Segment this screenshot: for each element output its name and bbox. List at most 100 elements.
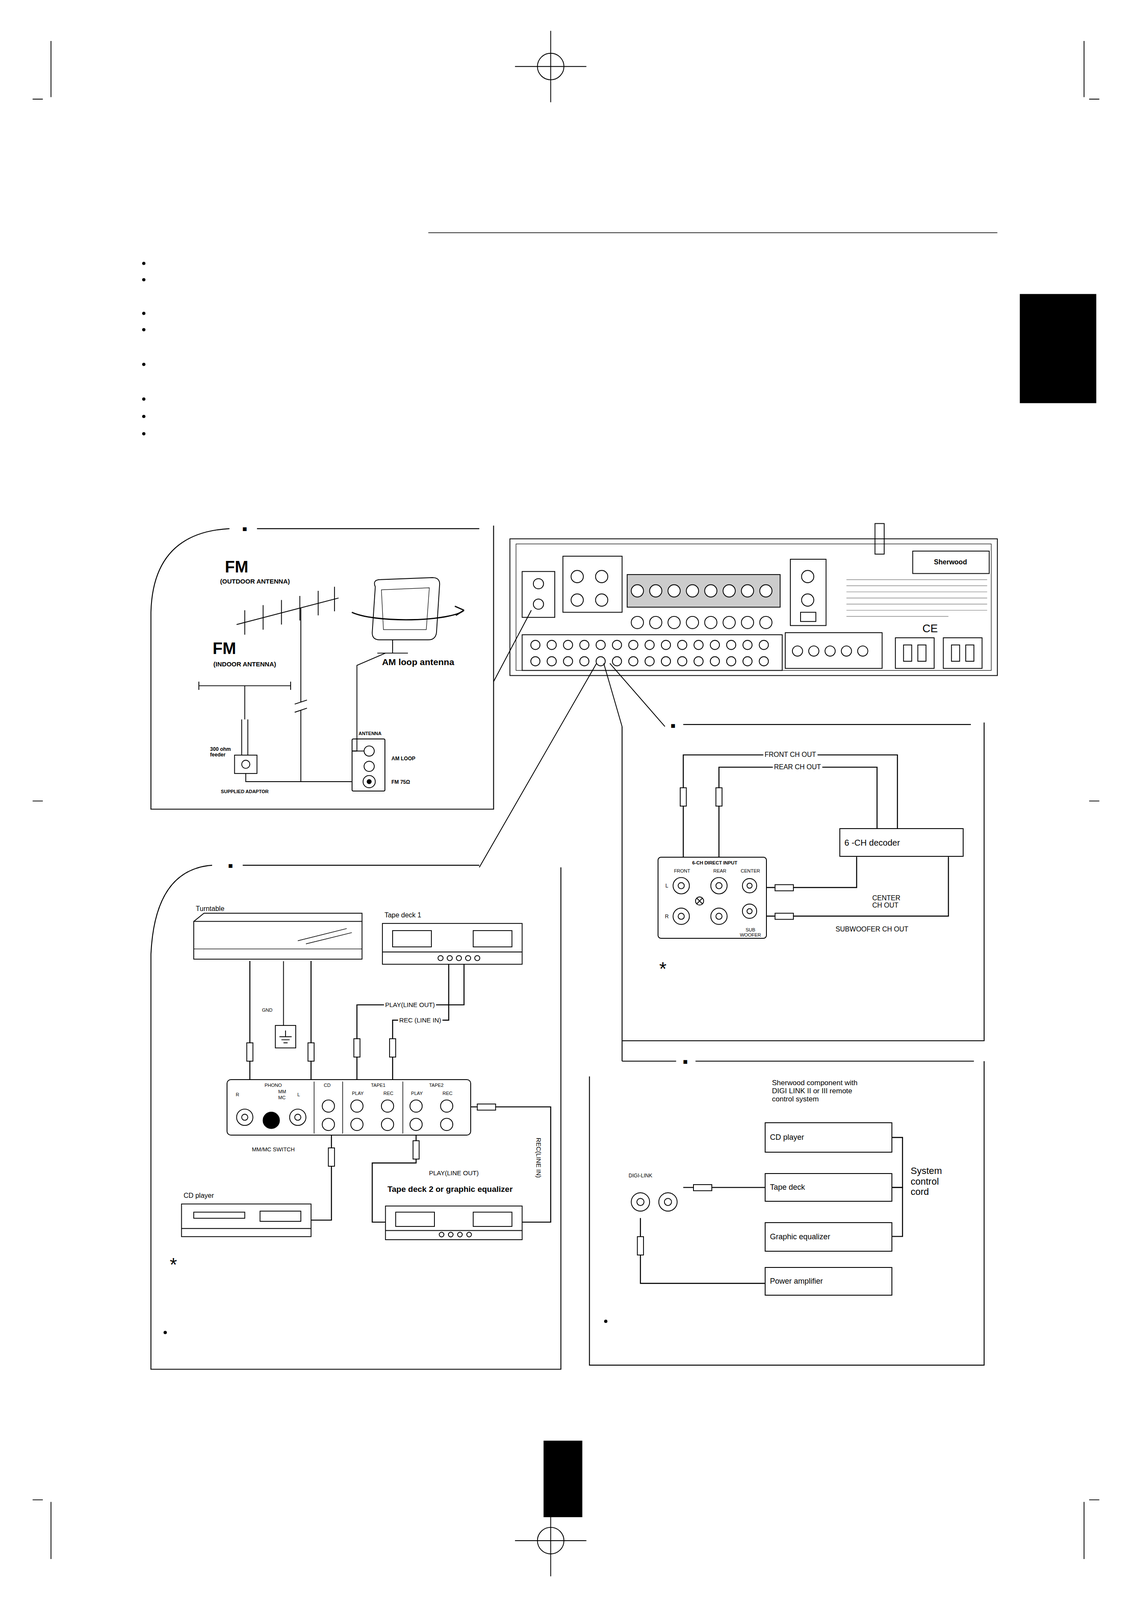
- input-panel-jacks: [410, 1099, 423, 1113]
- cable-label: FRONT CH OUT: [763, 751, 818, 759]
- cable-line: [372, 1135, 417, 1222]
- cable-line: [766, 856, 949, 916]
- signal-cable: [766, 856, 949, 916]
- cable-line: [471, 1106, 551, 1222]
- node-label: FRONT: [673, 867, 691, 874]
- receiver-rear-panel: [785, 632, 883, 669]
- input-panel-jacks: [350, 1099, 364, 1113]
- receiver-rear-panel: [722, 584, 736, 598]
- cable-label: SUBWOOFER CH OUT: [834, 925, 910, 933]
- antenna-terminals: [364, 745, 375, 756]
- rca-plug: [477, 1103, 496, 1110]
- fm-indoor-antenna: [234, 754, 258, 774]
- node-label: PLAY: [410, 1090, 423, 1096]
- annotation-label: Sherwood component with DIGI LINK II or …: [771, 1078, 864, 1103]
- receiver-rear-panel: [965, 644, 974, 662]
- cd-player-illustration: [181, 1203, 311, 1236]
- input-panel-jacks: [672, 877, 690, 894]
- annotation-label: FM: [212, 639, 236, 658]
- tape-deck-illustration: [466, 1232, 472, 1237]
- input-panel-jacks: [381, 1099, 394, 1113]
- annotation-label: CE: [922, 622, 938, 635]
- receiver-rear-panel: [530, 656, 541, 666]
- cable-line: [356, 963, 464, 1079]
- fm-indoor-antenna: [241, 760, 250, 769]
- signal-cable: [356, 963, 464, 1079]
- receiver-rear-panel: [562, 556, 623, 612]
- receiver-rear-panel: [677, 656, 688, 666]
- bullets: [142, 431, 146, 436]
- am-loop-antenna: [381, 587, 430, 630]
- input-panel-jacks: [742, 878, 757, 893]
- signal-cable: [892, 1137, 903, 1188]
- panel-outlines: [151, 525, 494, 809]
- receiver-rear-panel: [895, 637, 935, 669]
- node-label: SUB WOOFER: [739, 926, 761, 938]
- rca-plug: [328, 1147, 335, 1166]
- section-tab: [1019, 294, 1097, 404]
- rca-plug: [693, 1184, 712, 1191]
- bullets: [142, 414, 146, 419]
- antenna-terminals: [364, 760, 375, 772]
- receiver-rear-panel: [631, 584, 644, 598]
- receiver-rear-panel: [742, 640, 753, 650]
- tape-deck-illustration: [385, 1229, 522, 1231]
- annotation-label: MM/MC SWITCH: [251, 1146, 295, 1153]
- receiver-rear-panel: [857, 645, 868, 656]
- page-number-block: [543, 1440, 583, 1517]
- annotation-label: *: [169, 1254, 178, 1275]
- component-box: Graphic equalizer: [764, 1221, 893, 1252]
- crop-marks: [515, 30, 587, 102]
- tape-deck-illustration: [395, 1211, 435, 1226]
- cable-label: REC(LINE IN): [535, 1135, 543, 1179]
- receiver-rear-panel: [726, 640, 737, 650]
- tape-deck-illustration: [447, 955, 453, 961]
- receiver-rear-panel: [595, 570, 609, 583]
- cable-line: [892, 1137, 903, 1188]
- fm-outdoor-antenna: [236, 586, 352, 782]
- input-panel-jacks: [241, 1113, 248, 1120]
- receiver-rear-panel: [943, 637, 983, 669]
- cable-line: [310, 960, 312, 1079]
- cable-line: [640, 1217, 766, 1283]
- node-label: Tape deck 2 or graphic equalizer: [387, 1184, 513, 1194]
- panel-outlines: [151, 865, 562, 1369]
- annotation-label: (INDOOR ANTENNA): [213, 660, 277, 668]
- receiver-rear-panel: [612, 640, 622, 650]
- annotation-label: ■: [228, 861, 234, 871]
- tape-deck-illustration: [456, 955, 462, 961]
- receiver-rear-panel: [667, 584, 681, 598]
- fm-indoor-antenna: [245, 773, 301, 782]
- node-label: TAPE1: [370, 1082, 386, 1088]
- turntable-illustration: [193, 928, 362, 949]
- receiver-rear-panel: [645, 656, 655, 666]
- input-panel: 6-CH DIRECT INPUTFRONTREARCENTERLRSUB WO…: [657, 856, 767, 938]
- am-loop-antenna: [454, 605, 465, 616]
- bullets: [604, 1319, 608, 1323]
- receiver-rear-panel: [570, 570, 584, 583]
- cable-label: REC (LINE IN): [397, 1016, 443, 1024]
- receiver-rear-panel: [570, 593, 584, 606]
- receiver-rear-panel: [742, 656, 753, 666]
- receiver-rear-panel: [530, 640, 541, 650]
- tape-deck-illustration: [457, 1232, 463, 1237]
- bullets: [142, 397, 146, 401]
- annotation-label: ■: [242, 524, 248, 534]
- receiver-rear-panel: [808, 645, 819, 656]
- cd-player-illustration: [193, 1211, 245, 1218]
- annotation-label: FM: [224, 558, 249, 577]
- receiver-rear-panel: [759, 584, 772, 598]
- node-label: DIGI-LINK: [628, 1173, 653, 1179]
- node-label: MC: [278, 1094, 286, 1100]
- receiver-rear-panel: [710, 656, 720, 666]
- receiver-rear-panel: [677, 640, 688, 650]
- input-panel-jacks: [746, 908, 752, 914]
- receiver-rear-panel: [693, 640, 704, 650]
- leader-lines: [479, 610, 665, 868]
- receiver-rear-panel: [522, 634, 783, 671]
- receiver-rear-panel: [903, 644, 912, 662]
- input-panel-jacks: [716, 912, 723, 919]
- signal-cable: [249, 960, 311, 1079]
- bullets: [142, 277, 146, 282]
